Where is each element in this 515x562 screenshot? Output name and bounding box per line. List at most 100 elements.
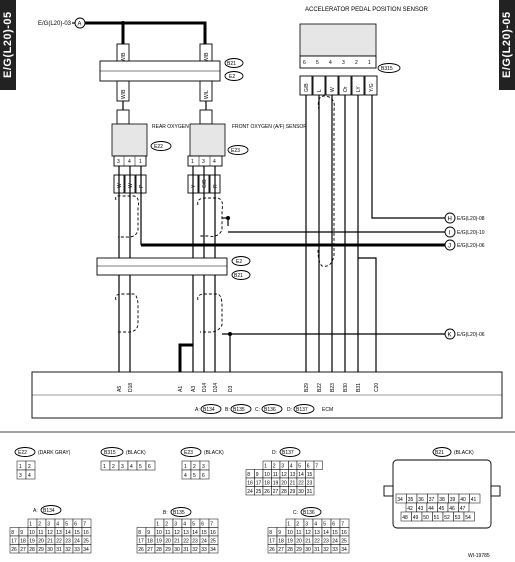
front-oxygen-sensor[interactable] <box>189 123 226 157</box>
pin-number: 20 <box>281 481 287 487</box>
svg-text:3: 3 <box>121 464 124 470</box>
pin-number: 5 <box>323 522 326 528</box>
pin-number: 33 <box>74 547 80 553</box>
pin-number: 8 <box>138 530 141 536</box>
wire-color: P <box>139 184 145 188</box>
pin-number: 4 <box>56 522 59 528</box>
pin-number: 21 <box>290 481 296 487</box>
pin-number: 3 <box>47 522 50 528</box>
accelerator-pedal-position-sensor[interactable] <box>299 23 377 57</box>
ref-h-letter: H <box>448 217 452 223</box>
pin-number: 50 <box>423 515 429 521</box>
connector-b21-mid[interactable] <box>231 270 251 280</box>
connector-e23[interactable] <box>227 145 249 155</box>
pin-number: 49 <box>413 515 419 521</box>
pin-number: 10 <box>29 530 35 536</box>
pin-number: 2 <box>38 522 41 528</box>
svg-text:1: 1 <box>184 464 187 470</box>
connector-b21-top[interactable] <box>224 58 244 68</box>
pin-number: 5 <box>65 522 68 528</box>
pin-number: 36 <box>418 497 424 503</box>
connector-e2-mid-label: E2 <box>236 259 242 265</box>
connector-e22[interactable] <box>150 141 172 151</box>
ref-k-circle[interactable] <box>444 328 456 340</box>
pin-number: 28 <box>29 547 35 553</box>
rear-oxygen-sensor[interactable] <box>111 123 148 157</box>
svg-text:A1: A1 <box>178 386 184 392</box>
pin-number: 45 <box>439 506 445 512</box>
svg-text:2: 2 <box>355 60 358 66</box>
svg-text:2: 2 <box>28 464 31 470</box>
pin-number: 23 <box>192 539 198 545</box>
pin-number: 26 <box>264 489 270 495</box>
connector-e2-mid[interactable] <box>231 256 251 266</box>
svg-text:B136: B136 <box>303 510 315 516</box>
ref-h-circle[interactable] <box>444 212 456 224</box>
pin-number: 26 <box>269 547 275 553</box>
pin-number: 11 <box>296 530 301 536</box>
wire-color: Y <box>191 184 197 188</box>
svg-text:1: 1 <box>368 60 371 66</box>
pin-number: 1 <box>156 522 159 528</box>
pin-number: 40 <box>460 497 466 503</box>
pin-number: 18 <box>278 539 284 545</box>
pin-number: 47 <box>460 506 466 512</box>
pin-number: 34 <box>397 497 403 503</box>
ref-j-circle[interactable] <box>444 239 456 251</box>
pin-number: 35 <box>408 497 414 503</box>
pin-cell <box>313 460 323 470</box>
pin-number: 20 <box>296 539 302 545</box>
wire-color: G/B <box>202 179 208 188</box>
connector-e2-top[interactable] <box>224 71 244 81</box>
svg-text:D:: D: <box>287 407 292 413</box>
pin-cell <box>81 544 92 554</box>
pin-number: 5 <box>192 522 195 528</box>
ref-a-letter: A <box>78 22 82 28</box>
pin-cell <box>339 544 350 554</box>
pin-number: 22 <box>298 481 304 487</box>
svg-text:B137: B137 <box>296 407 308 413</box>
pin-number: 32 <box>192 547 198 553</box>
svg-text:(DARK GRAY): (DARK GRAY) <box>38 450 71 456</box>
pin-number: 25 <box>83 539 89 545</box>
connector-b21-mid-label: B21 <box>234 273 243 279</box>
svg-text:E23: E23 <box>184 450 193 456</box>
pin-number: 38 <box>439 497 445 503</box>
svg-text:B134: B134 <box>43 508 55 514</box>
pin-number: 21 <box>174 539 180 545</box>
svg-text:5: 5 <box>316 60 319 66</box>
pin-number: 30 <box>174 547 180 553</box>
svg-text:(BLACK): (BLACK) <box>454 450 474 456</box>
svg-text:B315: B315 <box>104 450 116 456</box>
pin-number: 29 <box>165 547 171 553</box>
pin-number: 31 <box>56 547 62 553</box>
pin-number: 10 <box>287 530 293 536</box>
pin-number: 14 <box>298 472 304 478</box>
pin-number: 46 <box>449 506 455 512</box>
pin-number: 22 <box>183 539 189 545</box>
svg-text:6: 6 <box>148 464 151 470</box>
svg-text:G/B: G/B <box>304 83 310 92</box>
svg-text:B:: B: <box>163 510 168 516</box>
pin-number: 12 <box>174 530 180 536</box>
pin-number: 4 <box>290 464 293 470</box>
pin: 4 <box>213 159 216 165</box>
svg-text:B135: B135 <box>233 407 245 413</box>
pin-number: 15 <box>74 530 80 536</box>
pin-cell <box>208 544 219 554</box>
pin-number: 15 <box>307 472 313 478</box>
wire-label: W/L <box>204 90 210 99</box>
pin-number: 14 <box>323 530 329 536</box>
svg-text:A5: A5 <box>117 386 123 392</box>
pin-number: 44 <box>428 506 434 512</box>
connector-b315[interactable] <box>377 63 401 73</box>
svg-text:(BLACK): (BLACK) <box>126 450 146 456</box>
pin-number: 9 <box>20 530 23 536</box>
pin-number: 32 <box>65 547 71 553</box>
ref-i-circle[interactable] <box>444 226 456 238</box>
ref-i-letter: I <box>449 231 451 237</box>
